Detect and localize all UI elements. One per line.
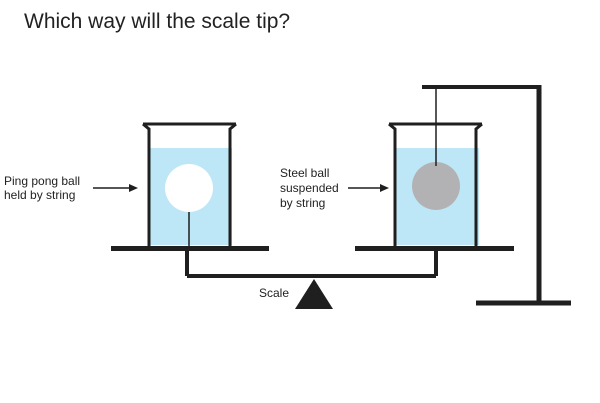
left-scale-pan [111,246,269,251]
left-beaker [142,122,237,246]
steel-ball-label-line-2: suspended [280,181,339,195]
ping-pong-label-line-2: held by string [4,188,75,202]
scale-fulcrum [295,279,333,309]
right-beaker [388,122,483,246]
ping-pong-label: Ping pong ball held by string [4,174,83,202]
scale-frame [185,249,438,278]
scale-label: Scale [259,286,289,300]
ping-pong-arrow-head [129,184,138,192]
support-stand [422,85,571,306]
ping-pong-ball [165,164,213,212]
steel-ball [412,162,460,210]
steel-arrow-head [380,184,389,192]
steel-ball-label-line-1: Steel ball [280,166,329,180]
ping-pong-label-line-1: Ping pong ball [4,174,80,188]
steel-ball-label: Steel ball suspended by string [280,166,342,210]
arrows [93,184,389,192]
right-scale-pan [355,246,514,251]
page-title: Which way will the scale tip? [24,10,291,33]
steel-ball-label-line-3: by string [280,196,325,210]
